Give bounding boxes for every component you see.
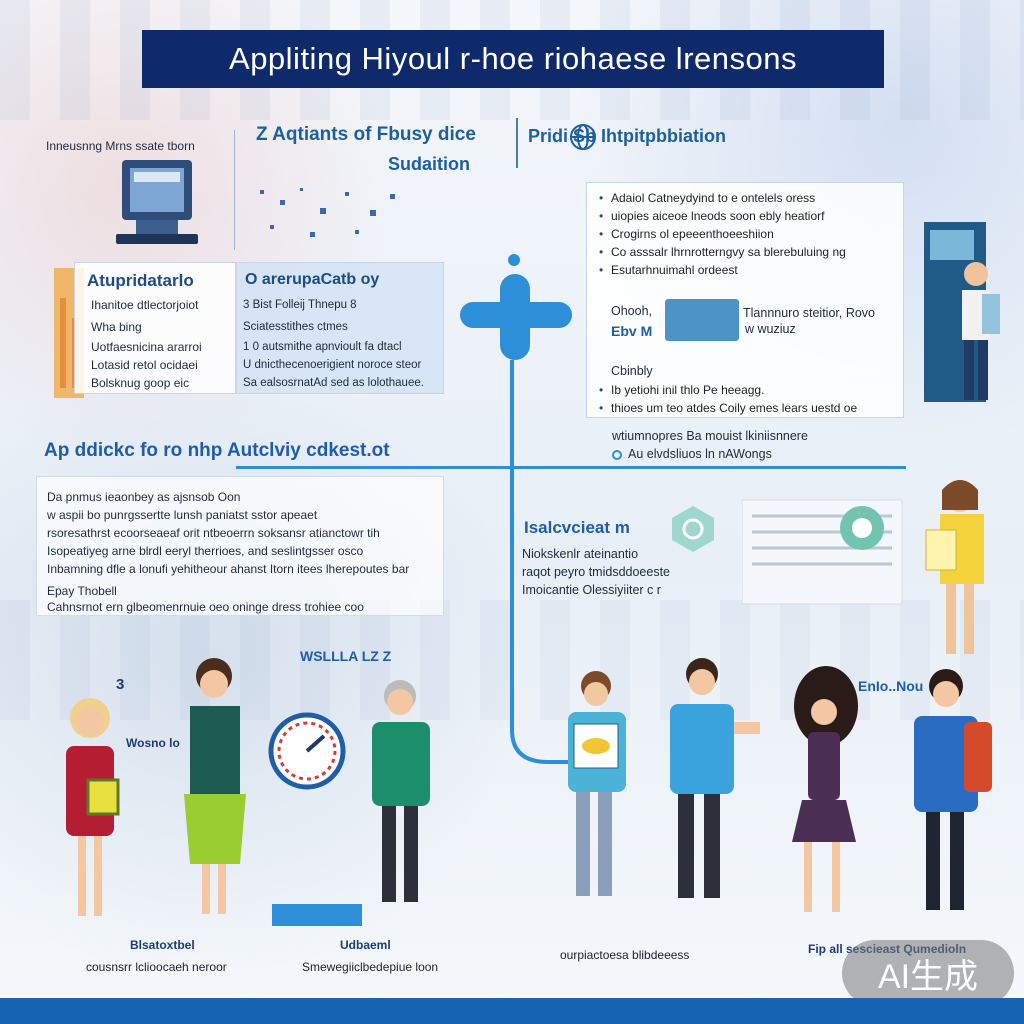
divider-right (516, 118, 518, 168)
wide-sub-line: Cahnsrnot ern glbeomenrnuie oeo oninge d… (47, 600, 364, 614)
person-woman-dancing-illustration (792, 666, 858, 912)
list-item: thioes um teo atdes Coily emes lears ues… (599, 399, 857, 417)
right-mid-heading: Isalcvcieat m (524, 518, 630, 537)
center-heading-2: Sudaition (388, 154, 470, 174)
list-item: Co asssalr lhrnrotterngvy sa blerebuluin… (599, 243, 846, 261)
list-item: Ib yetiohi inil thlo Pe heeagg. (599, 381, 857, 399)
caption-strong-1: Blsatoxtbel (130, 938, 195, 952)
wide-sub-head: Epay Thobell (47, 584, 117, 598)
right-card-list: Adaiol Catneydyind to e ontelels oress u… (599, 189, 846, 279)
wide-line: Inbamning dfle a lonufi yehitheour ahans… (47, 562, 410, 576)
center-card-line: Sciatesstithes ctmes (243, 321, 348, 333)
page-title: Appliting Hiyoul r-hoe riohaese lrensons (229, 41, 797, 76)
person-man-blue-illustration (670, 658, 760, 898)
right-card-line: wtiumnopres Ba mouist lkiniisnnere (612, 429, 808, 443)
list-item: Crogirns ol epeeenthoeeshiion (599, 225, 846, 243)
right-mid-line: Niokskenlr ateinantio (522, 547, 639, 561)
person-man-teal-illustration (372, 680, 430, 902)
center-card-line: 1 0 autsmithe apnvioult fa dtacl (243, 341, 402, 353)
globe-icon (570, 124, 596, 150)
caption-strong-2: Udbaeml (340, 938, 391, 952)
timeline-vertical (510, 360, 514, 710)
mid-text: Tlannnuro steitior, Rovo (743, 306, 876, 320)
right-info-card: Adaiol Catneydyind to e ontelels oress u… (586, 182, 904, 418)
document-board-illustration (742, 499, 903, 605)
timeline-curve (510, 702, 584, 764)
wide-line: w aspii bo punrgssertte lunsh paniatst s… (47, 508, 318, 522)
wide-section-card: Da pnmus ieaonbey as ajsnsob Oon w aspii… (36, 476, 444, 616)
top-left-caption: Inneusnng Mrns ssate tborn (46, 139, 195, 153)
person-man-backpack-illustration (914, 669, 992, 910)
timeline-horizontal (236, 466, 906, 469)
person-man-poster-illustration (568, 671, 626, 896)
computer-illustration (116, 160, 198, 244)
list-item: uiopies aiceoe lneods soon ebly heatiorf (599, 207, 846, 225)
left-card-line: Lotasid retol ocidaei (91, 358, 198, 372)
right-badge-text: EnIo..Nou (858, 678, 924, 694)
cross-symbol (460, 254, 572, 360)
scatter-decoration (260, 188, 395, 237)
wide-line: Isopeatiyeg arne blrdl eeryl therrioes, … (47, 544, 364, 558)
divider-left (234, 130, 235, 250)
center-card-line: U dnicthecenoerigient noroce steor (243, 359, 422, 371)
caption-1: cousnsrr lclioocaeh neroor (86, 960, 227, 974)
left-small-heading: 3 (116, 676, 125, 693)
center-sign: WSLLLA LZ Z (300, 648, 392, 664)
wide-line: Da pnmus ieaonbey as ajsnsob Oon (47, 490, 241, 504)
hexagon-icon (672, 506, 714, 552)
caption-2: Smewegiiclbedepiue loon (302, 960, 439, 974)
left-small-heading-2: Wosno lo (126, 736, 180, 750)
center-card-line: Sa ealsosrnatAd sed as lolothauee. (243, 377, 424, 389)
person-woman-green-illustration (184, 658, 246, 914)
teal-block (665, 299, 739, 341)
wide-line: rsoresathrst ecoorseaeaf orit ntbeoerrn … (47, 526, 380, 540)
caption-3: ourpiactoesa blibdeeess (560, 948, 690, 962)
ai-generated-badge: AI生成 (842, 940, 1014, 1006)
mid-tag: Ebv M (611, 323, 653, 339)
wide-section-heading: Ap ddickc fo ro nhp Autclviy cdkest.ot (44, 440, 390, 461)
person-woman-red-illustration (66, 698, 120, 916)
footer-item-text: Au elvdsliuos ln nAWongs (628, 447, 772, 461)
person-backpack-illustration (924, 222, 1000, 402)
right-mid-line: Imoicantie Olessiyiiter c r (522, 583, 661, 597)
left-info-card: Atupridatarlo Ihanitoe dtlectorjoiot Wha… (74, 262, 236, 394)
mid-text-2: w wuziuz (745, 322, 796, 336)
list-item: Adaiol Catneydyind to e ontelels oress (599, 189, 846, 207)
bottom-bar (0, 998, 1024, 1024)
person-tablet-illustration (925, 480, 984, 654)
center-info-card: O arerupaCatb oy 3 Bist Folleij Thnepu 8… (236, 262, 444, 394)
left-card-line: Ihanitoe dtlectorjoiot (91, 298, 199, 312)
left-card-heading: Atupridatarlo (87, 271, 194, 290)
left-card-line: Bolsknug goop eic (91, 376, 190, 390)
title-banner: Appliting Hiyoul r-hoe riohaese lrensons (142, 30, 884, 88)
right-heading: Pridi Sb Ihtpitpbbiation (528, 126, 726, 146)
center-card-heading: O arerupaCatb oy (245, 271, 380, 288)
list-item: Esutarhnuimahl ordeest (599, 261, 846, 279)
right-card-footer: Au elvdsliuos ln nAWongs (612, 446, 772, 463)
ai-badge-text: AI生成 (877, 957, 979, 996)
center-heading-1: Z Aqtiants of Fbusy dice (256, 124, 476, 145)
left-card-line: Wha bing (91, 320, 142, 334)
gauge-icon (268, 712, 346, 790)
section-head: Cbinbly (611, 364, 653, 378)
right-mid-line: raqot peyro tmidsddoeeste (522, 565, 671, 579)
center-card-line: 3 Bist Folleij Thnepu 8 (243, 299, 357, 311)
circle-icon (612, 449, 622, 460)
left-card-line: Uotfaesnicina ararroi (91, 340, 202, 354)
right-card-list-2: Ib yetiohi inil thlo Pe heeagg. thioes u… (599, 381, 857, 417)
mid-label: Ohooh, (611, 304, 653, 318)
blue-panel-illustration (272, 904, 362, 926)
